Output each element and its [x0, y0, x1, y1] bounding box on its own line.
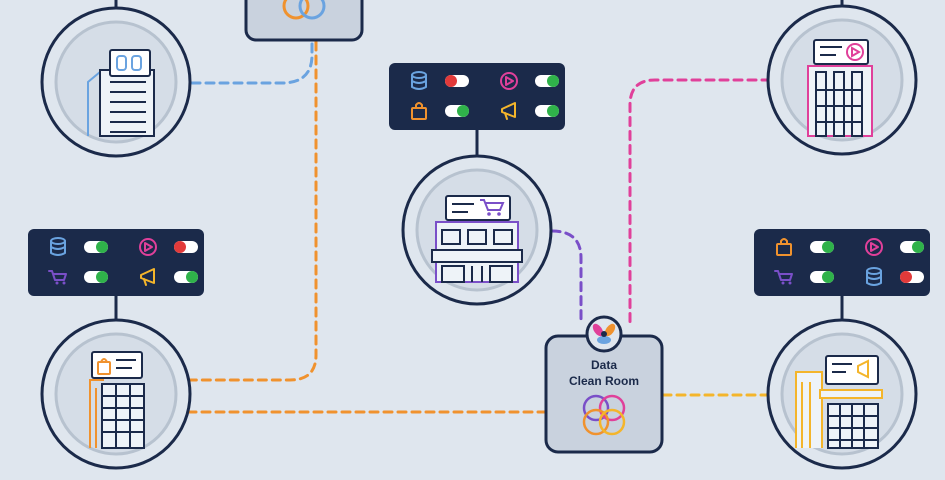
database-icon — [866, 267, 882, 286]
advertiser-building — [766, 318, 918, 470]
toggle-database-on[interactable] — [50, 237, 108, 256]
toggle-panels — [28, 63, 930, 296]
megaphone-icon — [140, 268, 155, 286]
toggle-shopping-bag-on[interactable] — [411, 102, 469, 120]
hub-title-line2: Clean Room — [569, 374, 639, 388]
connector-blue — [190, 38, 314, 85]
toggle-database-off[interactable] — [411, 71, 469, 90]
play-icon — [865, 238, 883, 256]
cart-icon — [774, 270, 793, 285]
toggle-switch[interactable] — [84, 271, 108, 283]
toggle-switch[interactable] — [810, 241, 834, 253]
hub-title-line1: Data — [591, 358, 617, 372]
database-icon — [50, 237, 66, 256]
toggle-play-off[interactable] — [139, 238, 198, 256]
ecommerce-building — [40, 318, 192, 470]
toggle-switch[interactable] — [174, 271, 198, 283]
toggle-switch[interactable] — [445, 75, 469, 87]
connector-magenta — [628, 78, 772, 327]
toggle-play-on[interactable] — [500, 72, 559, 90]
connector-orange-upper — [186, 40, 318, 382]
retail-store — [401, 154, 553, 306]
toggle-megaphone-on[interactable] — [140, 268, 198, 286]
toggle-switch[interactable] — [900, 241, 924, 253]
toggle-panel-left — [28, 229, 204, 296]
toggle-shopping-bag-on[interactable] — [776, 238, 834, 256]
data-provider-building — [40, 6, 192, 158]
toggle-switch[interactable] — [174, 241, 198, 253]
data-clean-room-hub[interactable]: Data Clean Room — [544, 315, 664, 454]
play-icon — [500, 72, 518, 90]
shopping-bag-icon — [411, 102, 427, 120]
shopping-bag-icon — [776, 238, 792, 256]
toggle-switch[interactable] — [900, 271, 924, 283]
toggle-panel-right — [754, 229, 930, 296]
connector-purple — [550, 229, 583, 322]
toggle-megaphone-on[interactable] — [501, 102, 559, 120]
toggle-switch[interactable] — [535, 105, 559, 117]
toggle-switch[interactable] — [810, 271, 834, 283]
toggle-cart-on[interactable] — [48, 270, 108, 285]
megaphone-icon — [501, 102, 516, 120]
top-partner-node — [244, 0, 364, 42]
media-publisher-building — [766, 4, 918, 156]
clean-room-logo-icon — [592, 323, 616, 344]
play-icon — [139, 238, 157, 256]
toggle-cart-on[interactable] — [774, 270, 834, 285]
toggle-switch[interactable] — [535, 75, 559, 87]
toggle-database-off[interactable] — [866, 267, 924, 286]
connectors — [186, 38, 772, 414]
database-icon — [411, 71, 427, 90]
toggle-switch[interactable] — [445, 105, 469, 117]
cart-icon — [48, 270, 67, 285]
toggle-switch[interactable] — [84, 241, 108, 253]
overlap-circles-icon — [582, 394, 626, 436]
toggle-panel-top-center — [389, 63, 565, 130]
toggle-play-on[interactable] — [865, 238, 924, 256]
